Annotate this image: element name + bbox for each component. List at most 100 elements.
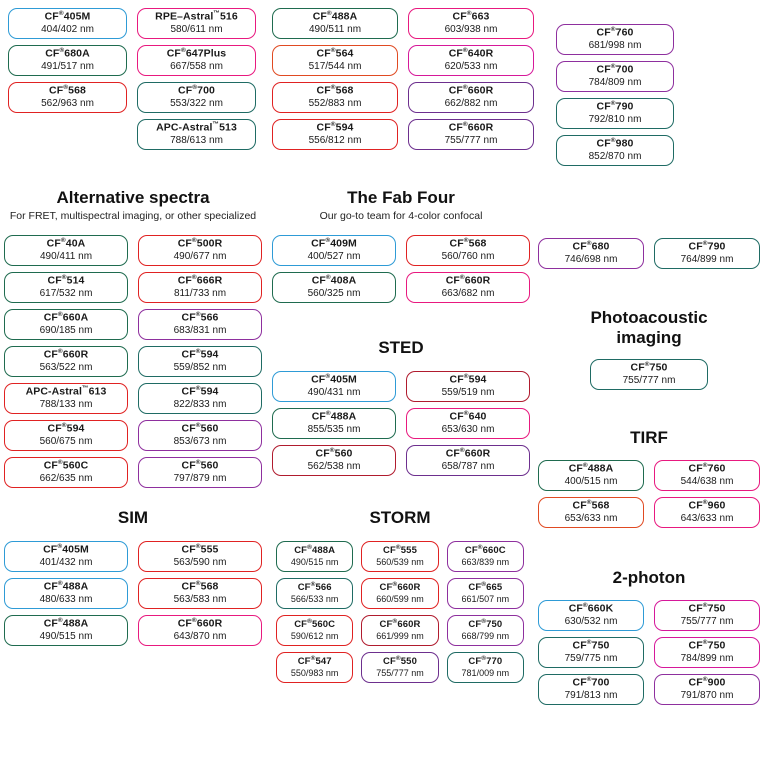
dye-name: CF®547 bbox=[297, 654, 332, 667]
dye-wavelengths: 490/511 nm bbox=[308, 24, 362, 36]
dye-wavelengths: 811/733 nm bbox=[173, 287, 227, 299]
dye-wavelengths: 617/532 nm bbox=[39, 287, 93, 299]
dye-wavelengths: 620/533 nm bbox=[444, 61, 498, 73]
dye-name: CF®594 bbox=[181, 384, 219, 398]
dye-name: APC-Astral™513 bbox=[156, 121, 237, 134]
dye-name: CF®900 bbox=[688, 675, 726, 689]
section-title-sted: STED bbox=[378, 338, 424, 357]
dye-name: CF®680A bbox=[45, 47, 90, 60]
dye-name: CF®564 bbox=[316, 47, 354, 60]
dye-wavelengths: 563/522 nm bbox=[39, 361, 93, 373]
dye-name: CF®666R bbox=[177, 273, 223, 287]
dye-name: CF®405M bbox=[44, 10, 91, 23]
dye-wavelengths: 556/812 nm bbox=[308, 135, 362, 147]
dye-wavelengths: 517/544 nm bbox=[308, 61, 362, 73]
dye-name: CF®594 bbox=[316, 121, 354, 134]
dye-wavelengths: 559/519 nm bbox=[441, 386, 495, 398]
dye-wavelengths: 400/515 nm bbox=[564, 475, 618, 487]
dye-name: CF®700 bbox=[596, 63, 634, 76]
dye-name: CF®560C bbox=[43, 458, 89, 472]
dye-name: CF®660R bbox=[448, 121, 494, 134]
